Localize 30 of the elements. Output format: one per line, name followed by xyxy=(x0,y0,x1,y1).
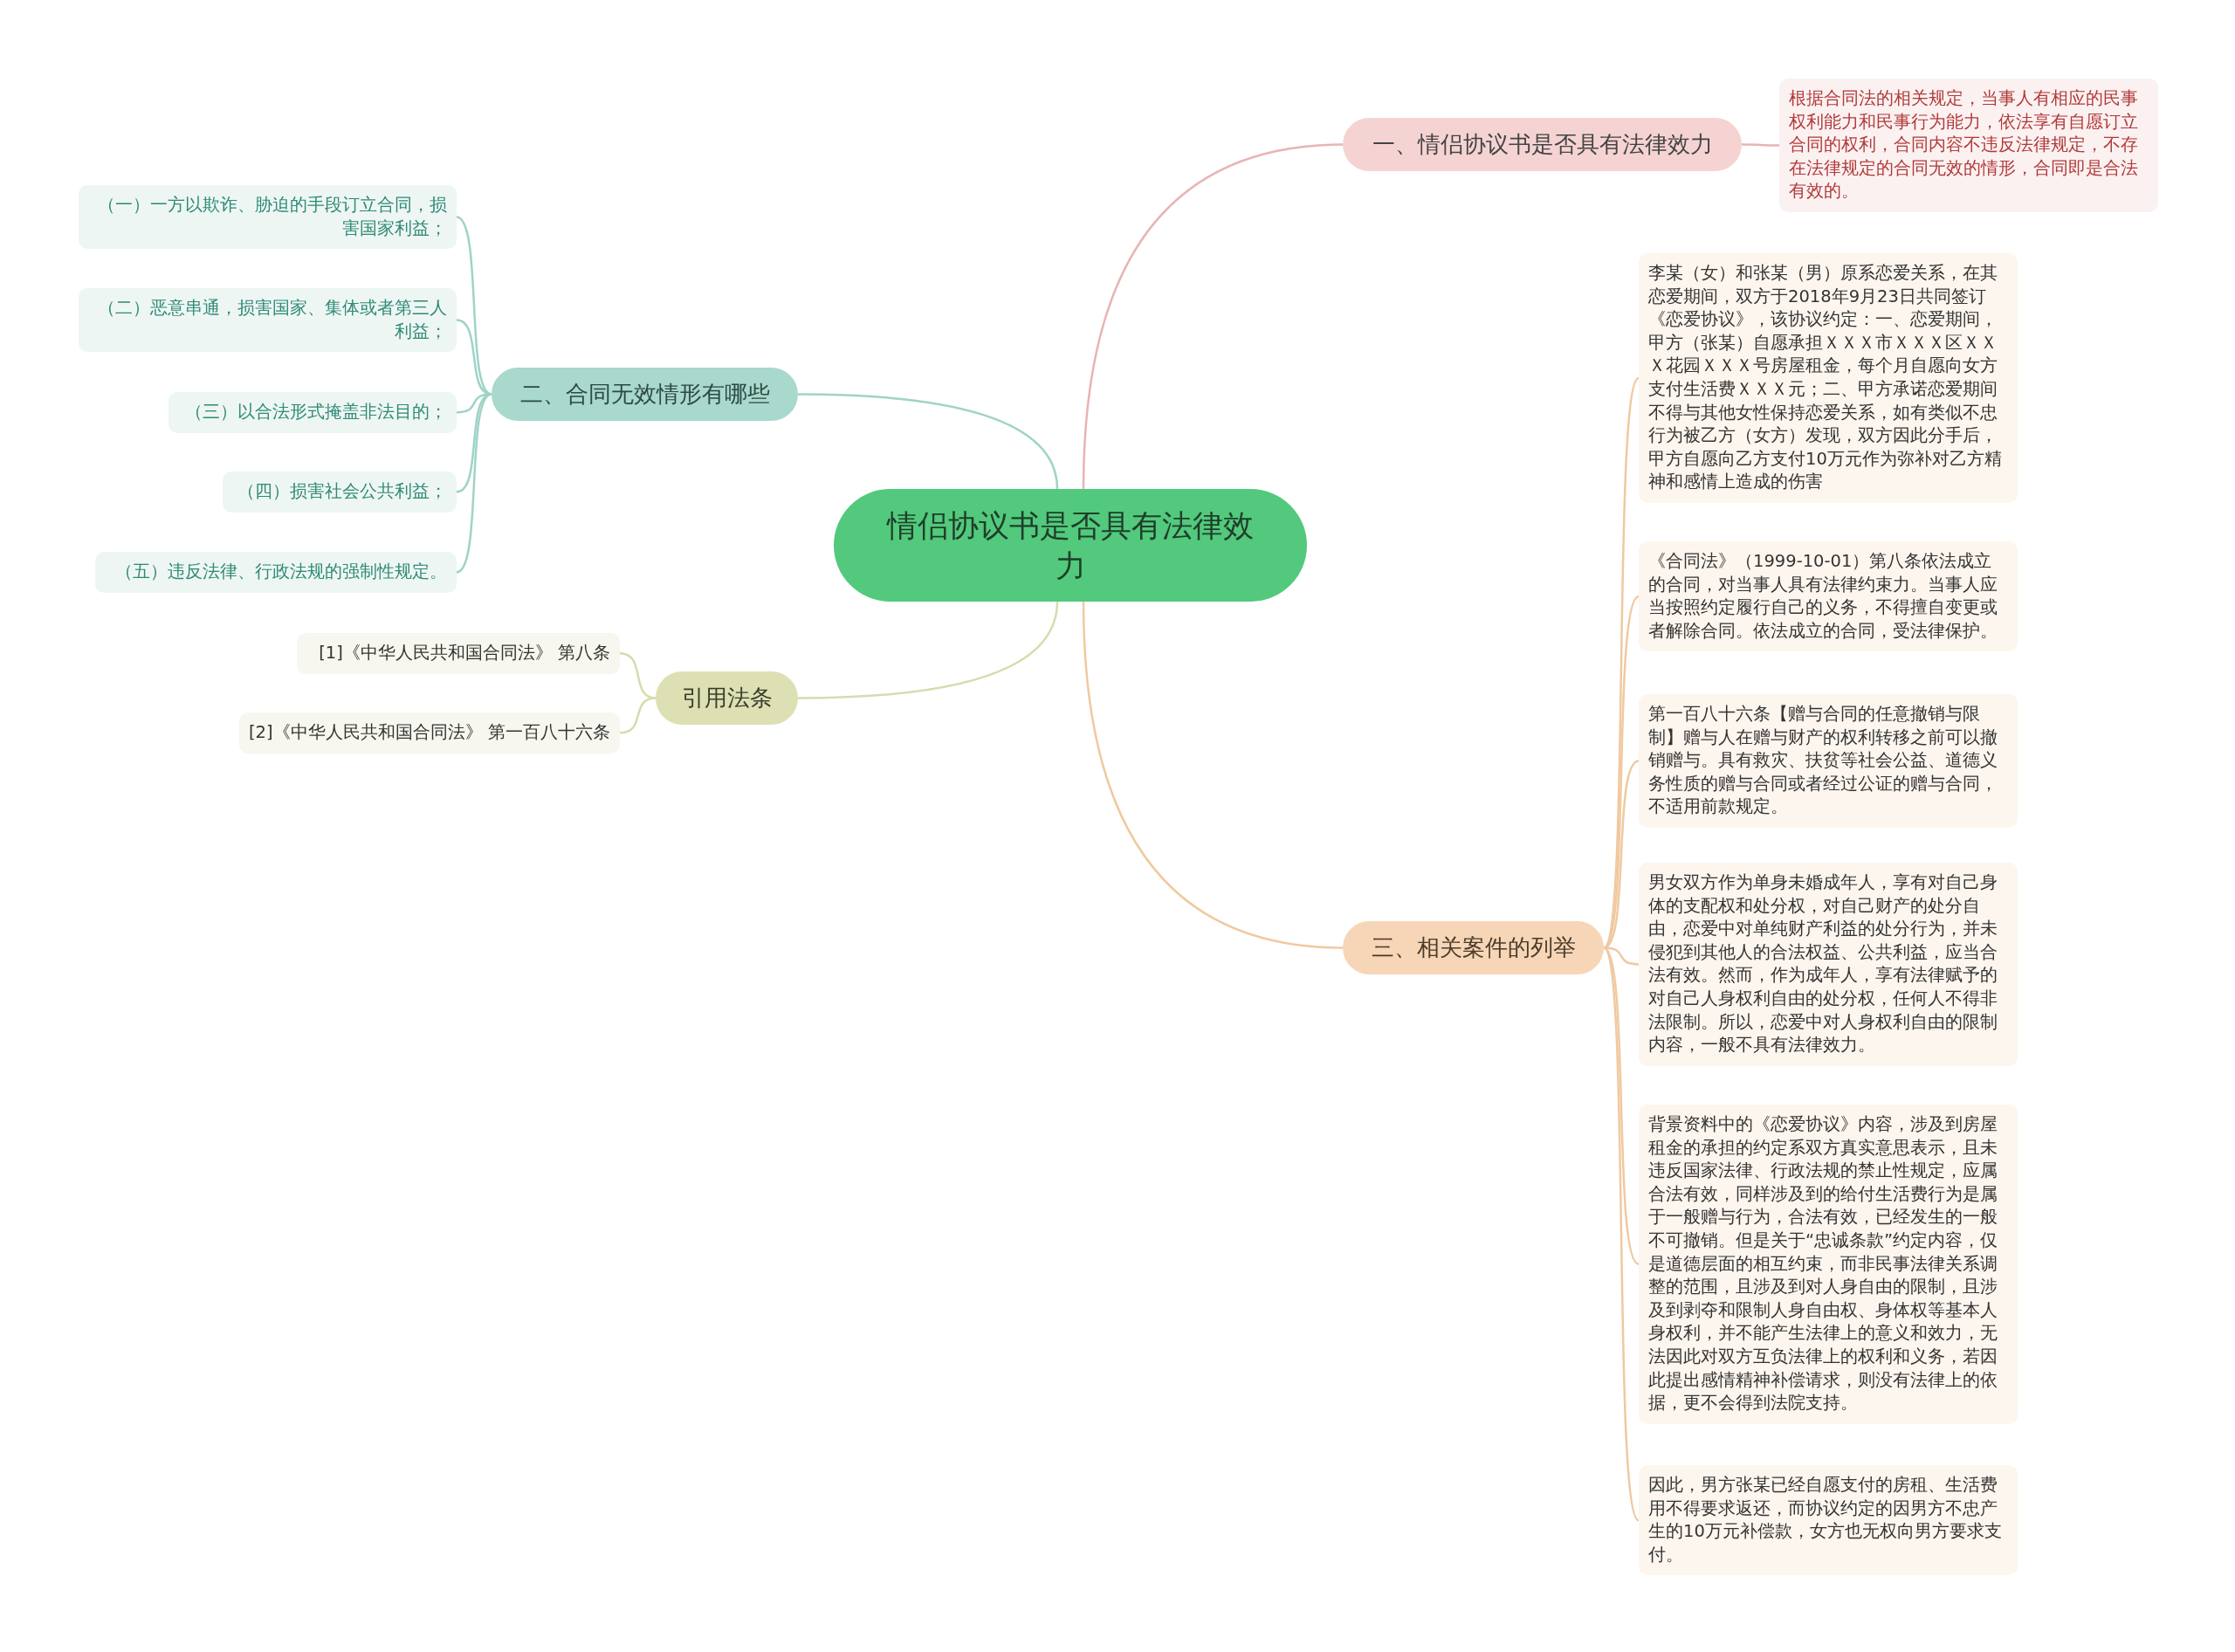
text-card: 《合同法》（1999-10-01）第八条依法成立的合同，对当事人具有法律约束力。当事人应当按照约定履行自己的义务，不得擅自变更或者解除合同。依法成立的合同，受法律保护。 xyxy=(1639,541,2018,652)
citation-card: [1]《中华人民共和国合同法》 第八条 xyxy=(297,633,620,674)
list-item-card: （四）损害社会公共利益； xyxy=(223,472,457,513)
list-item-card: （一）一方以欺诈、胁迫的手段订立合同，损害国家利益； xyxy=(79,185,457,250)
list-item-card: （二）恶意串通，损害国家、集体或者第三人利益； xyxy=(79,288,457,353)
connector-line xyxy=(1602,946,1640,1521)
branch-topic: 二、合同无效情形有哪些 xyxy=(492,368,798,421)
branch-topic: 三、相关案件的列举 xyxy=(1343,921,1604,974)
connector-line xyxy=(1603,946,1640,1265)
connector-line xyxy=(619,697,657,734)
connector-line xyxy=(456,393,492,574)
text-card: 李某（女）和张某（男）原系恋爱关系，在其恋爱期间，双方于2018年9月23日共同签订《恋爱协议》，该协议约定：一、恋爱期间，甲方（张某）自愿承担ＸＸＸ市ＸＸＸ区ＸＸＸ花园ＸＸＸ号房屋租金，每个月自愿向女方支付生活费ＸＸＸ元；二、甲方承诺恋爱期间不得与其他女性保持恋爱关系，如有类似不忠行为被乙方（女方）发现，双方因此分手后，甲方自愿向乙方支付10万元作为弥补对乙方精神和感情上造成的伤害 xyxy=(1639,253,2018,503)
citation-card: [2]《中华人民共和国合同法》 第一百八十六条 xyxy=(239,712,620,754)
connector-line xyxy=(1082,143,1344,490)
note-card: 根据合同法的相关规定，当事人有相应的民事权利能力和民事行为能力，依法享有自愿订立合同的权利，合同内容不违反法律规定，不存在法律规定的合同无效的情形，合同即是合法有效的。 xyxy=(1779,79,2158,212)
text-card: 因此，男方张某已经自愿支付的房租、生活费用不得要求返还，而协议约定的因男方不忠产生的10万元补偿款，女方也无权向男方要求支付。 xyxy=(1639,1465,2018,1576)
list-item-card: （三）以合法形式掩盖非法目的； xyxy=(168,392,457,433)
branch-topic: 一、情侣协议书是否具有法律效力 xyxy=(1343,118,1742,171)
branch-topic: 引用法条 xyxy=(656,671,798,725)
text-card: 男女双方作为单身未婚成年人，享有对自己身体的支配权和处分权，对自己财产的处分自由，恋爱中对单纯财产利益的处分行为，并未侵犯到其他人的合法权益、公共利益，应当合法有效。然而，作为成年人，享有法律赋予的对自己人身权利自由的处分权，任何人不得非法限制。所以，恋爱中对人身权利自由的限制内容，一般不具有法律效力。 xyxy=(1639,863,2018,1066)
list-item-card: （五）违反法律、行政法规的强制性规定。 xyxy=(95,552,457,593)
connector-line xyxy=(1082,601,1344,949)
connector-line xyxy=(797,601,1059,699)
text-card: 第一百八十六条【赠与合同的任意撤销与限制】赠与人在赠与财产的权利转移之前可以撤销赠与。具有救灾、扶贫等社会公益、道德义务性质的赠与合同或者经过公证的赠与合同，不适用前款规定。 xyxy=(1639,694,2018,828)
central-topic: 情侣协议书是否具有法律效力 xyxy=(834,489,1307,602)
connector-line xyxy=(456,393,492,493)
connector-line xyxy=(1742,143,1779,147)
connector-line xyxy=(797,393,1059,490)
connector-line xyxy=(1602,377,1640,949)
text-card: 背景资料中的《恋爱协议》内容，涉及到房屋租金的承担的约定系双方真实意思表示，且未违反国家法律、行政法规的禁止性规定，应属合法有效，同样涉及到的给付生活费行为是属于一般赠与行为，合法有效，已经发生的一般不可撤销。但是关于“忠诚条款”约定内容，仅是道德层面的相互约束，而非民事法律关系调整的范围，且涉及到对人身自由的限制，且涉及到剥夺和限制人身自由权、身体权等基本人身权利，并不能产生法律上的意义和效力，无法因此对双方互负法律上的权利和义务，若因此提出感情精神补偿请求，则没有法律上的依据，更不会得到法院支持。 xyxy=(1639,1105,2018,1424)
